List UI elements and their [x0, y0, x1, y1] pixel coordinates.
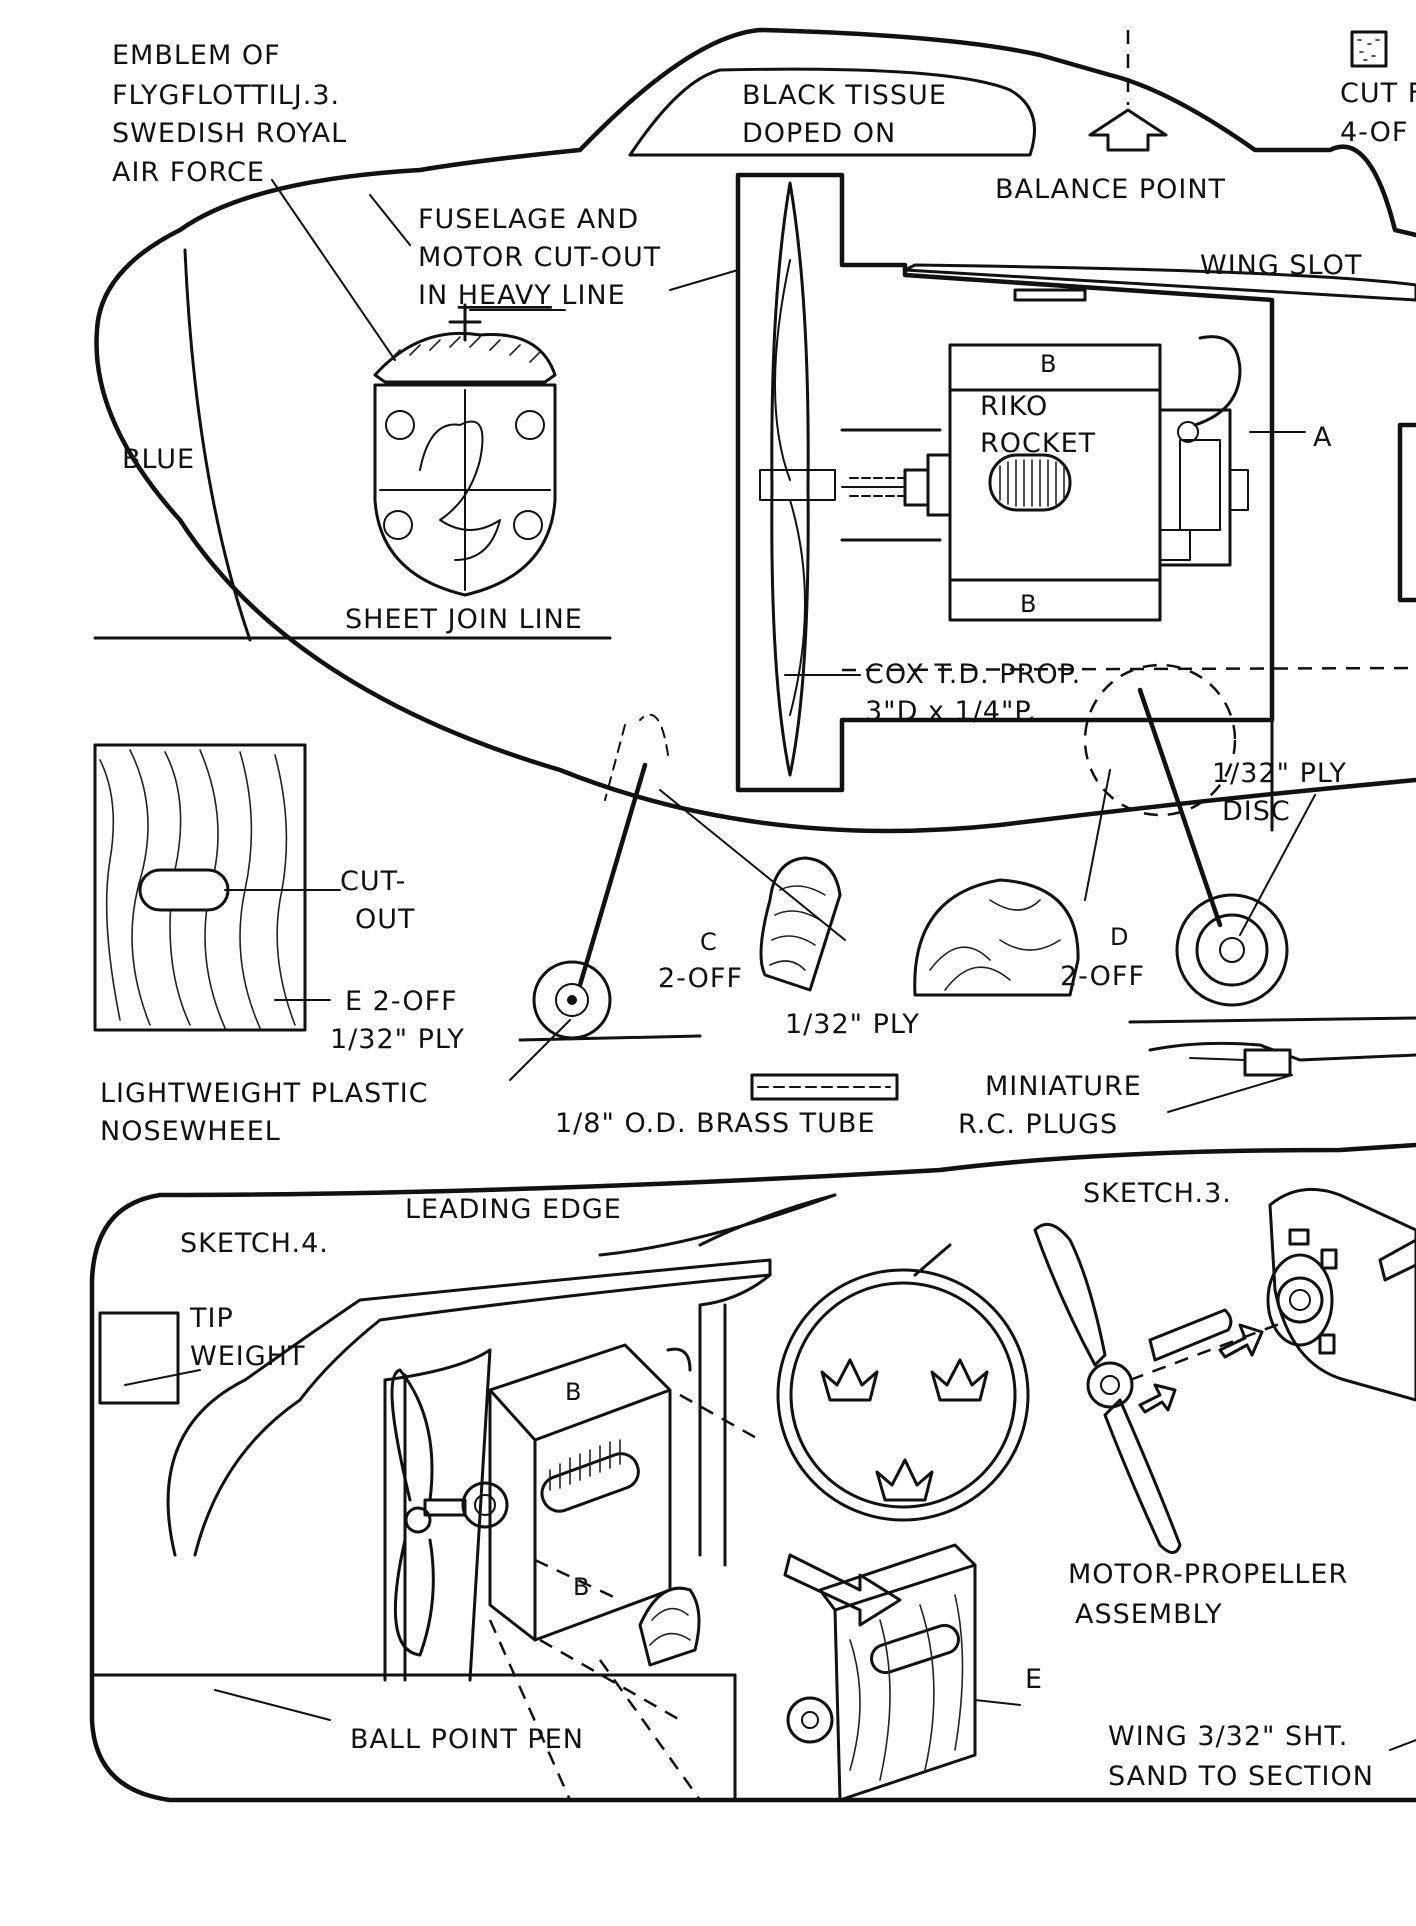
sketch3-propeller-icon [1033, 1222, 1182, 1554]
sketch4-b-top-label: B [565, 1378, 582, 1406]
emblem-label-line3: SWEDISH ROYAL [112, 118, 347, 149]
sketch4-label: SKETCH.4. [180, 1228, 329, 1259]
emblem-label-line4: AIR FORCE [112, 157, 265, 188]
emblem-crest-icon [373, 303, 557, 597]
sheet-join-line-label: SHEET JOIN LINE [345, 604, 583, 635]
brass-tube [750, 1073, 899, 1101]
sketch4-parts [638, 1586, 834, 1744]
three-crowns-roundel-icon [776, 1268, 1030, 1522]
wing-label-line1: WING 3/32" SHT. [1108, 1721, 1348, 1752]
sketch4-dashed-lines [488, 1393, 761, 1801]
nosewheel-label-line1: LIGHTWEIGHT PLASTIC [100, 1078, 429, 1109]
motor-b-top-label: B [1040, 350, 1057, 378]
wing-label-line2: SAND TO SECTION [1108, 1761, 1374, 1792]
ply-disc-label-line1: 1/32" PLY [1212, 758, 1347, 789]
cut-label-line1: CUT F [1340, 78, 1416, 109]
part-d-count: 2-OFF [1060, 961, 1145, 992]
motor-prop-assembly-label-line2: ASSEMBLY [1075, 1599, 1223, 1630]
balance-point-label: BALANCE POINT [995, 174, 1226, 205]
black-tissue-label-line1: BLACK TISSUE [742, 80, 947, 111]
fuselage-label-line3: IN HEAVY LINE [418, 280, 626, 311]
fuselage-label-line1: FUSELAGE AND [418, 204, 639, 235]
part-d [913, 878, 1080, 997]
ply-disc-label-line2: DISC [1222, 796, 1291, 827]
a-label: A [1313, 422, 1332, 453]
sketch3-motor-icon [1266, 1187, 1416, 1402]
nosewheel-label-line2: NOSEWHEEL [100, 1116, 281, 1147]
lower-leader-lines [214, 1689, 1416, 1751]
part-e-sheet [93, 743, 307, 1032]
tip-weight-label-line1: TIP [189, 1303, 234, 1334]
fuselage-label-line2: MOTOR CUT-OUT [418, 242, 661, 273]
sketch4-propeller-icon [390, 1368, 435, 1657]
emblem-label-line2: FLYGFLOTTILJ.3. [112, 80, 340, 111]
sketch4-part-e [783, 1543, 977, 1802]
blue-label: BLUE [122, 444, 195, 475]
sketch3-shaft [1129, 1308, 1291, 1414]
sheet-join-line [93, 636, 1416, 672]
part-c-letter: C [700, 928, 718, 956]
text-labels: EMBLEM OF FLYGFLOTTILJ.3. SWEDISH ROYAL … [100, 40, 1416, 1792]
part-e-label-line2: 1/32" PLY [330, 1024, 465, 1055]
tip-weight [98, 1311, 201, 1405]
ball-point-pen-label: BALL POINT PEN [350, 1724, 584, 1755]
cutout-label-line1: CUT- [340, 866, 406, 897]
lower-sheet-outline [89, 1142, 1416, 1803]
part-d-letter: D [1110, 923, 1129, 951]
sketch4-motor [423, 1343, 692, 1642]
black-tissue-window [628, 67, 1036, 157]
leading-edge-label: LEADING EDGE [405, 1194, 622, 1225]
balance-point-arrow [1088, 30, 1168, 152]
propeller-icon [759, 181, 836, 777]
motor-b-bottom-label: B [1020, 590, 1037, 618]
black-tissue-label-line2: DOPED ON [742, 118, 896, 149]
tip-weight-label-line2: WEIGHT [190, 1341, 305, 1372]
sketch4-b-bottom-label: B [573, 1573, 590, 1601]
wing-slot-label: WING SLOT [1200, 250, 1362, 281]
part-c [759, 856, 842, 992]
motor-icon [841, 335, 1249, 622]
cutout-label-line2: OUT [355, 904, 416, 935]
motor-prop-assembly-label-line1: MOTOR-PROPELLER [1068, 1559, 1348, 1590]
ply-132-label: 1/32" PLY [785, 1009, 920, 1040]
wing-slot [903, 263, 1416, 302]
plugs-label-line1: MINIATURE [985, 1071, 1142, 1102]
sketch4-body [166, 1258, 772, 1682]
prop-label-line1: COX T.D. PROP. [865, 659, 1081, 690]
part-c-count: 2-OFF [658, 963, 743, 994]
motor-cutout [735, 172, 1416, 793]
riko-label: RIKO [980, 391, 1048, 422]
wheel-icon [1083, 663, 1416, 1077]
brass-tube-label: 1/8" O.D. BRASS TUBE [555, 1108, 876, 1139]
sketch4-e-label: E [1025, 1664, 1043, 1695]
leading-edge-lines [598, 1193, 952, 1277]
sketch3-label: SKETCH.3. [1083, 1178, 1232, 1209]
cut-label-line2: 4-OF [1340, 117, 1408, 148]
part-e-label-line1: E 2-OFF [345, 986, 458, 1017]
plugs-label-line2: R.C. PLUGS [958, 1109, 1118, 1140]
rocket-label: ROCKET [980, 428, 1096, 459]
leader-lines [224, 179, 1316, 1113]
prop-label-line2: 3"D x 1/4"P. [865, 696, 1037, 727]
emblem-label-line1: EMBLEM OF [112, 40, 281, 71]
cut-key-box [1350, 30, 1388, 68]
